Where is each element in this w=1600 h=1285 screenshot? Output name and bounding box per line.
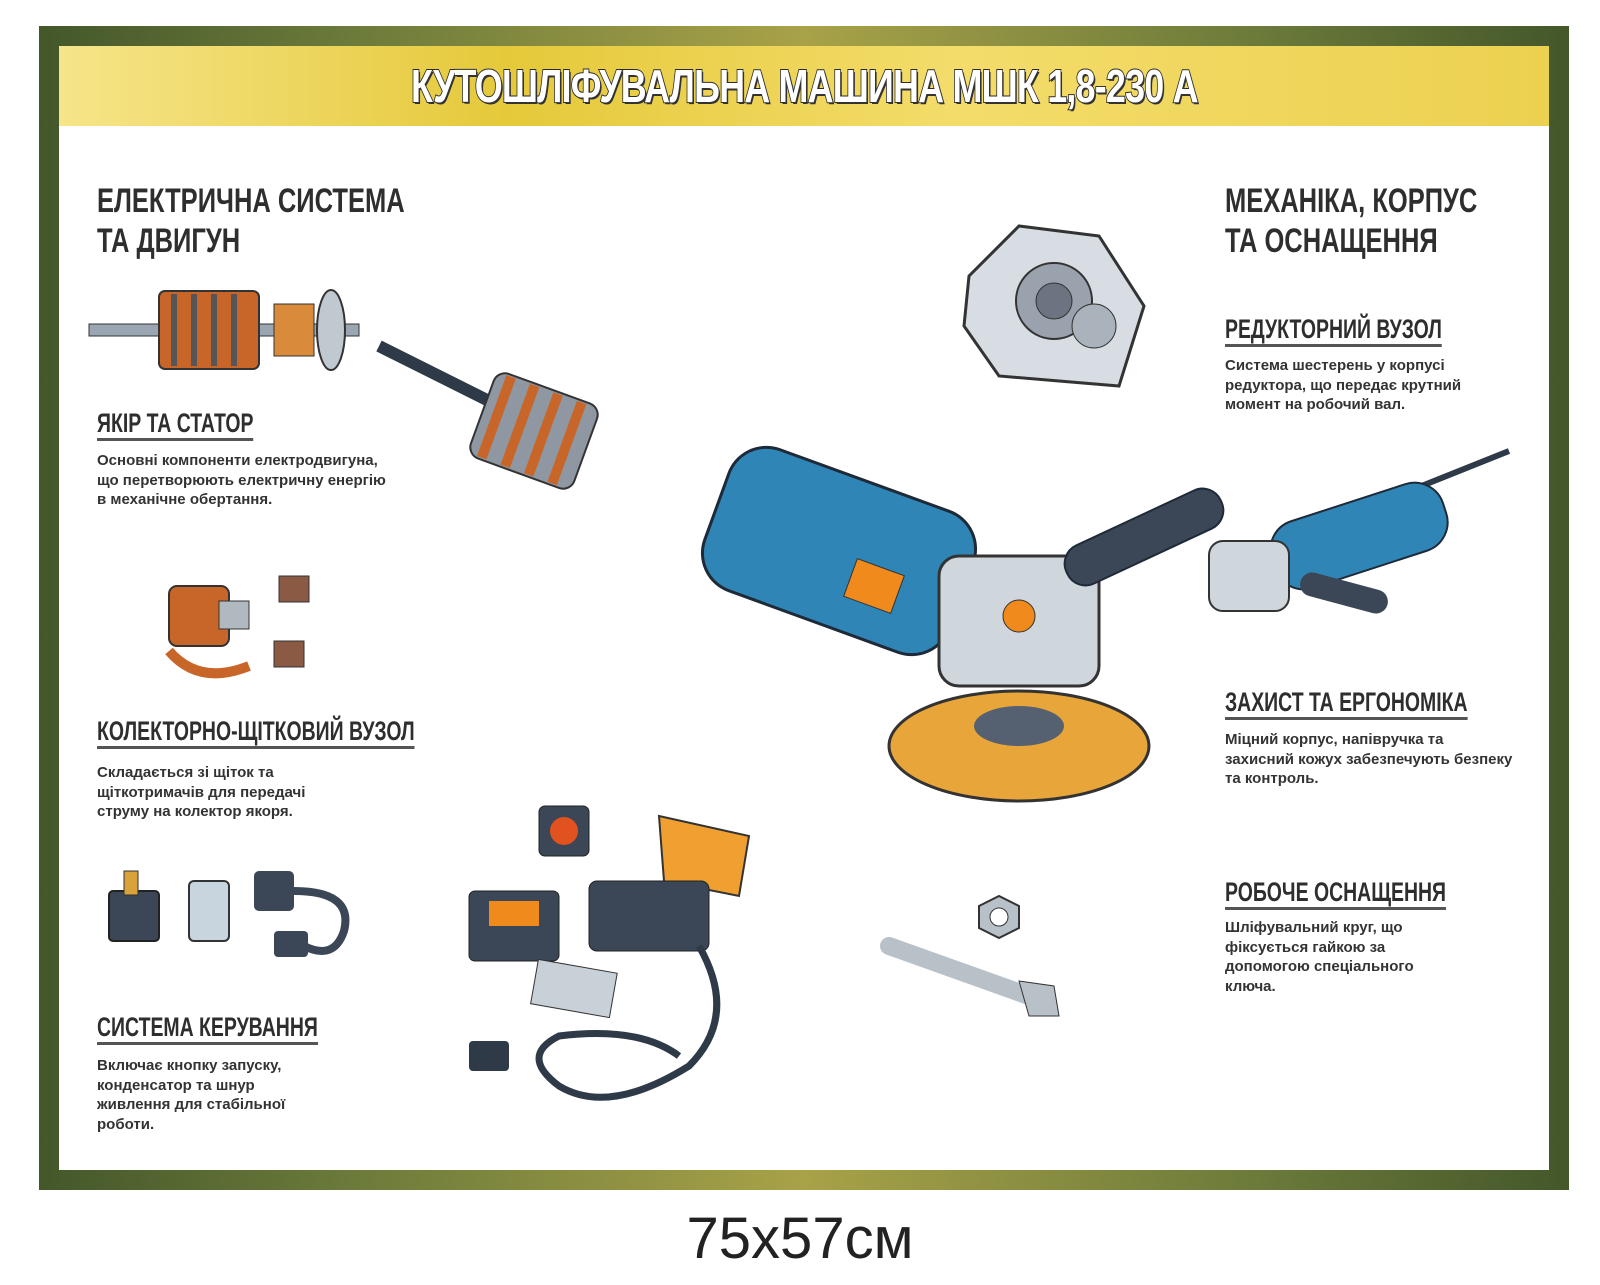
text-gearbox: Система шестерень у корпусі редуктора, щ… — [1225, 357, 1462, 413]
grinder-side-illustration — [1208, 448, 1511, 614]
heading-commutator: КОЛЕКТОРНО-ЩІТКОВИЙ ВУЗОЛ — [97, 716, 415, 749]
wrench-nut-illustration — [880, 894, 1060, 1017]
switch-cord-illustration — [468, 805, 751, 1101]
armature-illustration — [88, 289, 360, 371]
heading-control: СИСТЕМА КЕРУВАННЯ — [97, 1012, 318, 1045]
size-label: 75x57см — [686, 1206, 914, 1271]
text-commutator: Складається зі щіток та щіткотримачів дл… — [97, 764, 306, 820]
heading-protection: ЗАХИСТ ТА ЕРГОНОМІКА — [1225, 687, 1468, 720]
poster-title: КУТОШЛІФУВАЛЬНА МАШИНА МШК 1,8-230 А — [410, 59, 1199, 113]
electrical-parts-illustration — [108, 870, 350, 957]
gearbox-illustration — [962, 224, 1146, 388]
heading-armature: ЯКІР ТА СТАТОР — [97, 408, 254, 441]
poster-body: КУТОШЛІФУВАЛЬНА МАШИНА МШК 1,8-230 А ЕЛЕ… — [59, 46, 1549, 1170]
text-protection: Міцний корпус, напівручка та захисний ко… — [1225, 731, 1513, 787]
main-grinder-illustration — [376, 340, 1225, 803]
text-control: Включає кнопку запуску, конденсатор та ш… — [97, 1057, 286, 1133]
text-armature: Основні компоненти електродвигуна, що пе… — [97, 452, 386, 508]
brush-assembly-illustration — [165, 575, 310, 679]
poster-frame: КУТОШЛІФУВАЛЬНА МАШИНА МШК 1,8-230 А ЕЛЕ… — [39, 26, 1569, 1190]
heading-gearbox: РЕДУКТОРНИЙ ВУЗОЛ — [1225, 314, 1442, 347]
heading-equipment: РОБОЧЕ ОСНАЩЕННЯ — [1225, 877, 1447, 910]
text-equipment: Шліфувальний круг, що фіксується гайкою … — [1225, 919, 1414, 995]
title-banner: КУТОШЛІФУВАЛЬНА МАШИНА МШК 1,8-230 А — [59, 46, 1549, 126]
